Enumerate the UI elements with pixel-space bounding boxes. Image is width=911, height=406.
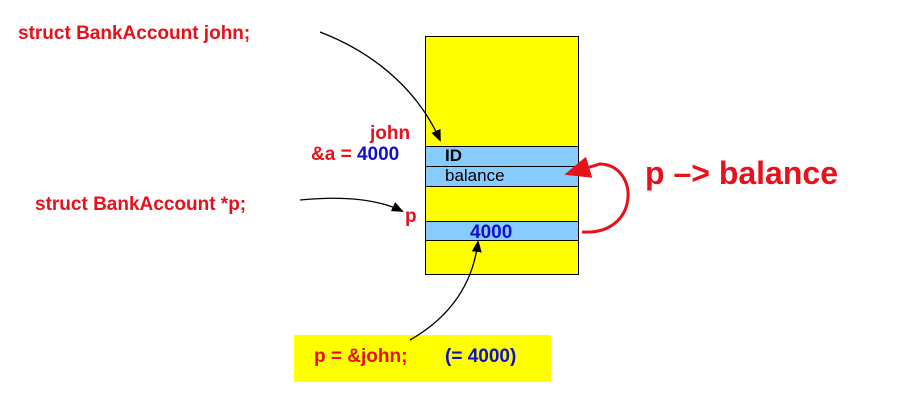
pointer-value: 4000 (470, 222, 513, 243)
arrow-assign (409, 240, 482, 341)
assignment-box (294, 335, 551, 382)
arrow-p-decl (299, 197, 404, 212)
pointer-cell (425, 221, 579, 241)
address-value: 4000 (356, 144, 400, 165)
decl-john-label: struct BankAccount john; (18, 23, 251, 44)
field-balance-label: balance (445, 166, 505, 185)
assign-note: (= 4000) (445, 346, 517, 367)
assign-code: p = &john; (314, 346, 408, 367)
p-label: p (405, 206, 417, 227)
arrow-john-decl (319, 31, 441, 142)
address-label: &a = 4000 (311, 145, 399, 164)
john-label: john (370, 123, 411, 144)
arrow-dereference (564, 156, 630, 234)
decl-p-label: struct BankAccount *p; (35, 194, 247, 215)
address-prefix: &a = (311, 144, 357, 165)
field-id-label: ID (445, 146, 462, 165)
arrow-expression: p –> balance (645, 155, 838, 191)
